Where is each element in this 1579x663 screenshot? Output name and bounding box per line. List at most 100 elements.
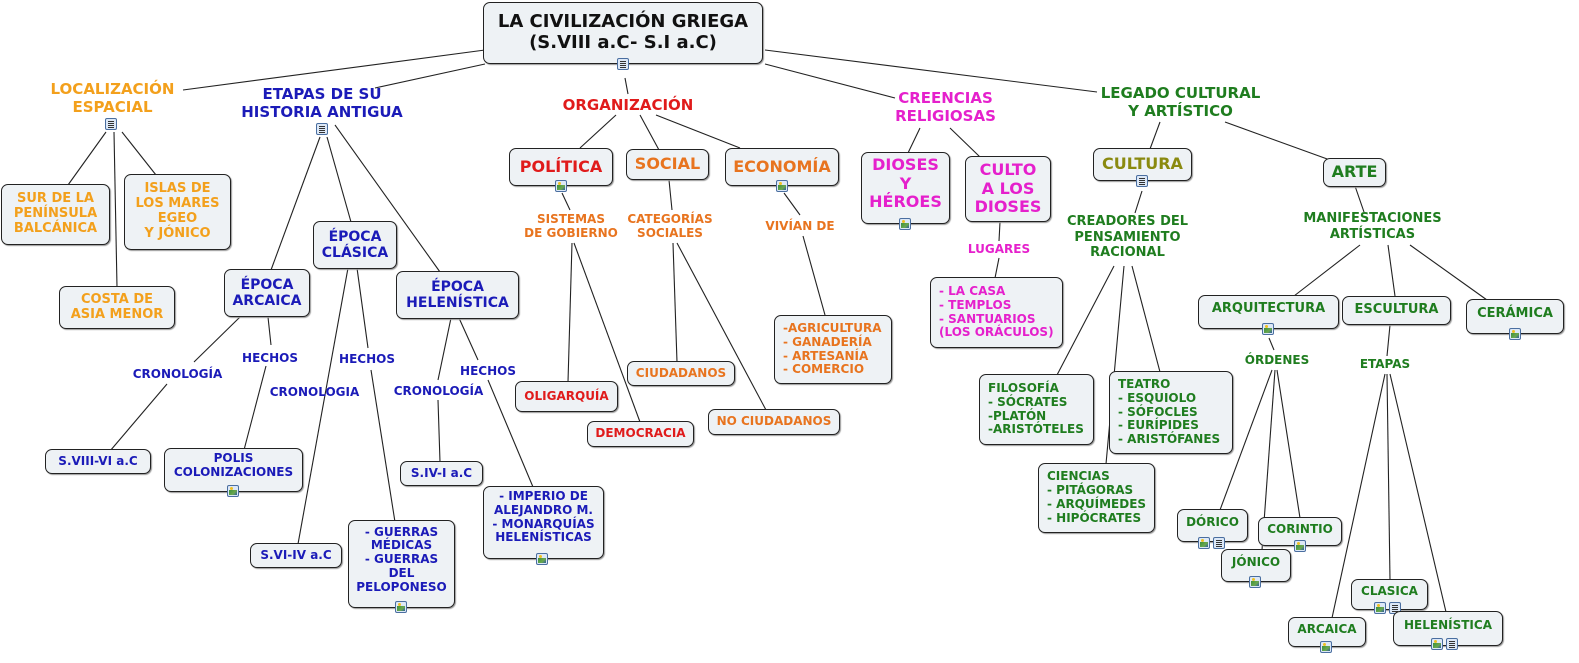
label-cronologia: CRONOLOGÍA <box>393 384 484 398</box>
edge <box>437 317 452 381</box>
edge <box>270 136 321 271</box>
label-sistemas-gobierno: SISTEMAS DE GOBIERNO <box>524 212 618 241</box>
node-filosofia[interactable]: FILOSOFÍA - SÓCRATES -PLATÓN -ARISTÓTELE… <box>979 374 1094 445</box>
image-icon[interactable] <box>1431 638 1443 650</box>
label-hechos: HECHOS <box>460 364 516 378</box>
edge <box>1219 369 1273 511</box>
image-icon[interactable] <box>1509 328 1521 340</box>
node-s-viii-vi[interactable]: S.VIII-VI a.C <box>45 449 151 474</box>
notes-icon[interactable] <box>1446 638 1458 650</box>
node-democracia[interactable]: DEMOCRACIA <box>587 421 694 447</box>
node-islas[interactable]: ISLAS DE LOS MARES EGEO Y JÓNICO <box>124 174 231 250</box>
edge <box>487 379 534 488</box>
notes-icon[interactable] <box>617 58 629 70</box>
node-no-ciudadanos[interactable]: NO CIUDADANOS <box>708 409 840 435</box>
image-icon[interactable] <box>395 601 407 613</box>
notes-icon[interactable] <box>316 123 328 135</box>
edge <box>1386 324 1391 357</box>
edge <box>676 242 767 411</box>
node-arcaica[interactable]: ARCAICA <box>1288 617 1366 647</box>
edge <box>334 124 441 273</box>
node-imperio-alejandro[interactable]: - IMPERIO DE ALEJANDRO M. - MONARQUÍAS H… <box>483 486 604 559</box>
image-icon[interactable] <box>1262 323 1274 335</box>
branch-creencias[interactable]: CREENCIAS RELIGIOSAS <box>895 89 996 125</box>
branch-etapas[interactable]: ETAPAS DE SU HISTORIA ANTIGUA <box>241 85 403 121</box>
branch-organizacion[interactable]: ORGANIZACIÓN <box>562 96 694 114</box>
root-title[interactable]: LA CIVILIZACIÓN GRIEGA (S.VIII a.C- S.I … <box>483 2 763 64</box>
edge <box>109 383 168 452</box>
edge <box>1056 265 1115 376</box>
node-social[interactable]: SOCIAL <box>626 149 709 180</box>
node-teatro[interactable]: TEATRO - ESQUIOLO - SÓFOCLES - EURÍPIDES… <box>1109 371 1233 454</box>
edge <box>437 399 441 463</box>
edge <box>370 369 396 523</box>
node-ciudadanos[interactable]: CIUDADANOS <box>627 361 735 386</box>
edge <box>1268 337 1275 351</box>
edge <box>655 114 741 149</box>
node-dioses-heroes[interactable]: DIOSES Y HÉROES <box>861 152 950 224</box>
edge <box>573 242 641 423</box>
notes-icon[interactable] <box>105 118 117 130</box>
node-escultura[interactable]: ESCULTURA <box>1342 296 1451 325</box>
edge <box>998 221 1001 242</box>
node-s-vi-iv[interactable]: S.VI-IV a.C <box>250 543 342 568</box>
edge <box>1293 244 1361 297</box>
label-manifestaciones: MANIFESTACIONES ARTÍSTICAS <box>1303 211 1442 242</box>
image-icon[interactable] <box>899 218 911 230</box>
node-polis-colonizaciones[interactable]: POLIS COLONIZACIONES <box>164 448 303 492</box>
edge <box>67 131 107 186</box>
node-epoca-clasica[interactable]: ÉPOCA CLÁSICA <box>313 221 397 269</box>
node-epoca-helenistica[interactable]: ÉPOCA HELENÍSTICA <box>396 271 519 319</box>
node-s-iv-i[interactable]: S.IV-I a.C <box>400 461 483 486</box>
image-icon[interactable] <box>1198 537 1210 549</box>
image-icon[interactable] <box>1320 641 1332 653</box>
image-icon[interactable] <box>536 553 548 565</box>
notes-icon[interactable] <box>1213 537 1225 549</box>
node-lugares-culto[interactable]: - LA CASA - TEMPLOS - SANTUARIOS (LOS OR… <box>930 277 1063 348</box>
label-lugares: LUGARES <box>967 242 1031 256</box>
label-cronologia: CRONOLOGIA <box>269 385 360 399</box>
node-epoca-arcaica[interactable]: ÉPOCA ARCAICA <box>224 269 310 317</box>
edge <box>1149 121 1161 150</box>
image-icon[interactable] <box>227 485 239 497</box>
node-arte[interactable]: ARTE <box>1323 158 1386 187</box>
image-icon[interactable] <box>1249 576 1261 588</box>
edge <box>458 317 479 361</box>
image-icon[interactable] <box>555 180 567 192</box>
branch-legado[interactable]: LEGADO CULTURAL Y ARTÍSTICO <box>1100 84 1261 120</box>
edge <box>1276 369 1301 519</box>
node-costa-asia[interactable]: COSTA DE ASIA MENOR <box>59 286 175 329</box>
edge <box>949 127 981 158</box>
image-icon[interactable] <box>1374 602 1386 614</box>
edge <box>267 316 272 346</box>
node-actividades-economicas[interactable]: -AGRICULTURA - GANADERÍA - ARTESANÍA - C… <box>774 315 892 384</box>
image-icon[interactable] <box>1294 540 1306 552</box>
label-ordenes: ÓRDENES <box>1244 353 1310 367</box>
edge <box>113 131 118 288</box>
node-politica[interactable]: POLÍTICA <box>509 148 613 186</box>
edge <box>639 114 660 151</box>
edge <box>1389 373 1447 613</box>
image-icon[interactable] <box>776 180 788 192</box>
node-ciencias[interactable]: CIENCIAS - PITÁGORAS - ARQUÍMEDES - HIPÓ… <box>1038 463 1155 533</box>
edge <box>1409 244 1488 301</box>
node-guerras[interactable]: - GUERRAS MÉDICAS - GUERRAS DEL PELOPONE… <box>348 520 455 608</box>
edge <box>624 77 629 95</box>
edge <box>672 242 678 363</box>
edge <box>1224 121 1331 161</box>
edge <box>356 267 369 349</box>
edge <box>561 192 571 211</box>
branch-localizacion[interactable]: LOCALIZACIÓN ESPACIAL <box>50 80 175 116</box>
node-helenistica[interactable]: HELENÍSTICA <box>1393 611 1503 646</box>
edge <box>764 49 1098 93</box>
node-sur-peninsula[interactable]: SUR DE LA PENÍNSULA BALCÁNICA <box>1 184 110 245</box>
notes-icon[interactable] <box>1136 175 1148 187</box>
edge <box>579 114 617 149</box>
node-oligarquia[interactable]: OLIGARQUÍA <box>515 381 618 412</box>
label-etapas: ETAPAS <box>1359 357 1411 371</box>
label-cronologia: CRONOLOGÍA <box>132 367 223 381</box>
edge <box>764 63 896 99</box>
node-dorico[interactable]: DÓRICO <box>1177 509 1248 542</box>
node-culto-dioses[interactable]: CULTO A LOS DIOSES <box>965 156 1051 222</box>
